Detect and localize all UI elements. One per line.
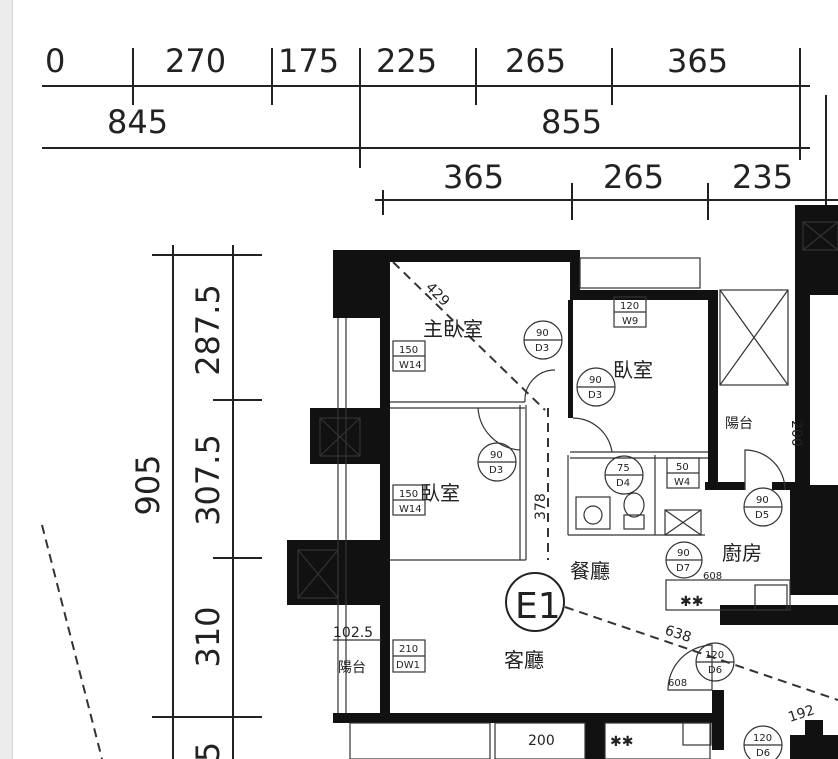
left-dimension: 905 287.5 307.5 310 5 (129, 245, 262, 759)
site-boundary (41, 524, 103, 759)
svg-text:90: 90 (677, 548, 690, 559)
dim-label: 0 (45, 42, 65, 80)
walls (287, 205, 838, 759)
measure-200: 200 (788, 420, 804, 447)
dim-label: 235 (732, 158, 793, 196)
svg-text:D6: D6 (756, 748, 770, 759)
windows-xbox (297, 221, 838, 599)
svg-text:75: 75 (617, 463, 630, 474)
svg-text:W9: W9 (622, 316, 638, 327)
svg-text:90: 90 (756, 495, 769, 506)
room-master-bedroom: 主臥室 (423, 317, 483, 341)
entrance-marker: E1 (505, 572, 565, 632)
dim-label: 310 (189, 606, 227, 667)
measure-bottom-200: 200 (528, 733, 555, 749)
svg-text:90: 90 (490, 450, 503, 461)
svg-text:120: 120 (620, 301, 639, 312)
measure-192: 192 (786, 702, 816, 725)
svg-text:W14: W14 (399, 504, 422, 515)
interior-walls (333, 257, 802, 759)
top-dimension-row-2: 845 855 (42, 95, 827, 230)
svg-text:150: 150 (399, 489, 418, 500)
dim-label: 287.5 (189, 284, 227, 376)
svg-text:D5: D5 (755, 510, 769, 521)
dim-label: 365 (443, 158, 504, 196)
fixtures: ✱✱ ✱✱ (575, 492, 703, 750)
measure-608: 608 (668, 678, 687, 689)
door-swings (477, 369, 786, 691)
measure-608: 608 (703, 571, 722, 582)
svg-text:210: 210 (399, 644, 418, 655)
dim-label: 307.5 (189, 434, 227, 526)
diag-line-living (564, 606, 838, 701)
room-bedroom-left: 臥室 (420, 481, 460, 505)
dim-label: 270 (165, 42, 226, 80)
svg-text:150: 150 (399, 345, 418, 356)
svg-text:90: 90 (589, 375, 602, 386)
room-living: 客廳 (504, 648, 544, 672)
dim-label: 175 (278, 42, 339, 80)
svg-text:D6: D6 (708, 665, 722, 676)
svg-text:W4: W4 (674, 477, 690, 488)
measure-429: 429 (422, 280, 452, 310)
dim-label: 265 (603, 158, 664, 196)
svg-text:E1: E1 (515, 586, 561, 627)
dim-label: 845 (107, 103, 168, 141)
svg-text:120: 120 (753, 733, 772, 744)
dim-label: 365 (667, 42, 728, 80)
svg-text:D7: D7 (676, 563, 690, 574)
svg-text:50: 50 (676, 462, 689, 473)
room-balcony-right: 陽台 (725, 416, 753, 432)
svg-text:D3: D3 (588, 390, 602, 401)
svg-text:D3: D3 (535, 343, 549, 354)
svg-text:90: 90 (536, 328, 549, 339)
dim-label: 225 (376, 42, 437, 80)
svg-text:W14: W14 (399, 360, 422, 371)
svg-text:D4: D4 (616, 478, 630, 489)
measure-638: 638 (663, 623, 693, 646)
svg-text:DW1: DW1 (396, 660, 420, 671)
measure-102-5: 102.5 (333, 625, 373, 641)
top-dimension-row-1: 0 270 175 225 265 365 (42, 42, 810, 105)
svg-text:D3: D3 (489, 465, 503, 476)
top-dimension-row-3: 365 265 235 (375, 158, 838, 220)
dim-label: 905 (129, 454, 167, 515)
measure-378: 378 (533, 493, 549, 520)
dim-label: 5 (189, 742, 227, 759)
room-dining: 餐廳 (570, 559, 610, 583)
stove-icon: ✱✱ (610, 734, 633, 750)
room-kitchen: 廚房 (722, 541, 762, 565)
room-bedroom-right: 臥室 (613, 358, 653, 382)
room-balcony-left: 陽台 (338, 660, 366, 676)
dim-label: 855 (541, 103, 602, 141)
scrollbar-edge (0, 0, 13, 759)
svg-text:120: 120 (705, 650, 724, 661)
dim-label: 265 (505, 42, 566, 80)
diag-line-master (392, 261, 546, 411)
stove-icon: ✱✱ (680, 594, 703, 610)
